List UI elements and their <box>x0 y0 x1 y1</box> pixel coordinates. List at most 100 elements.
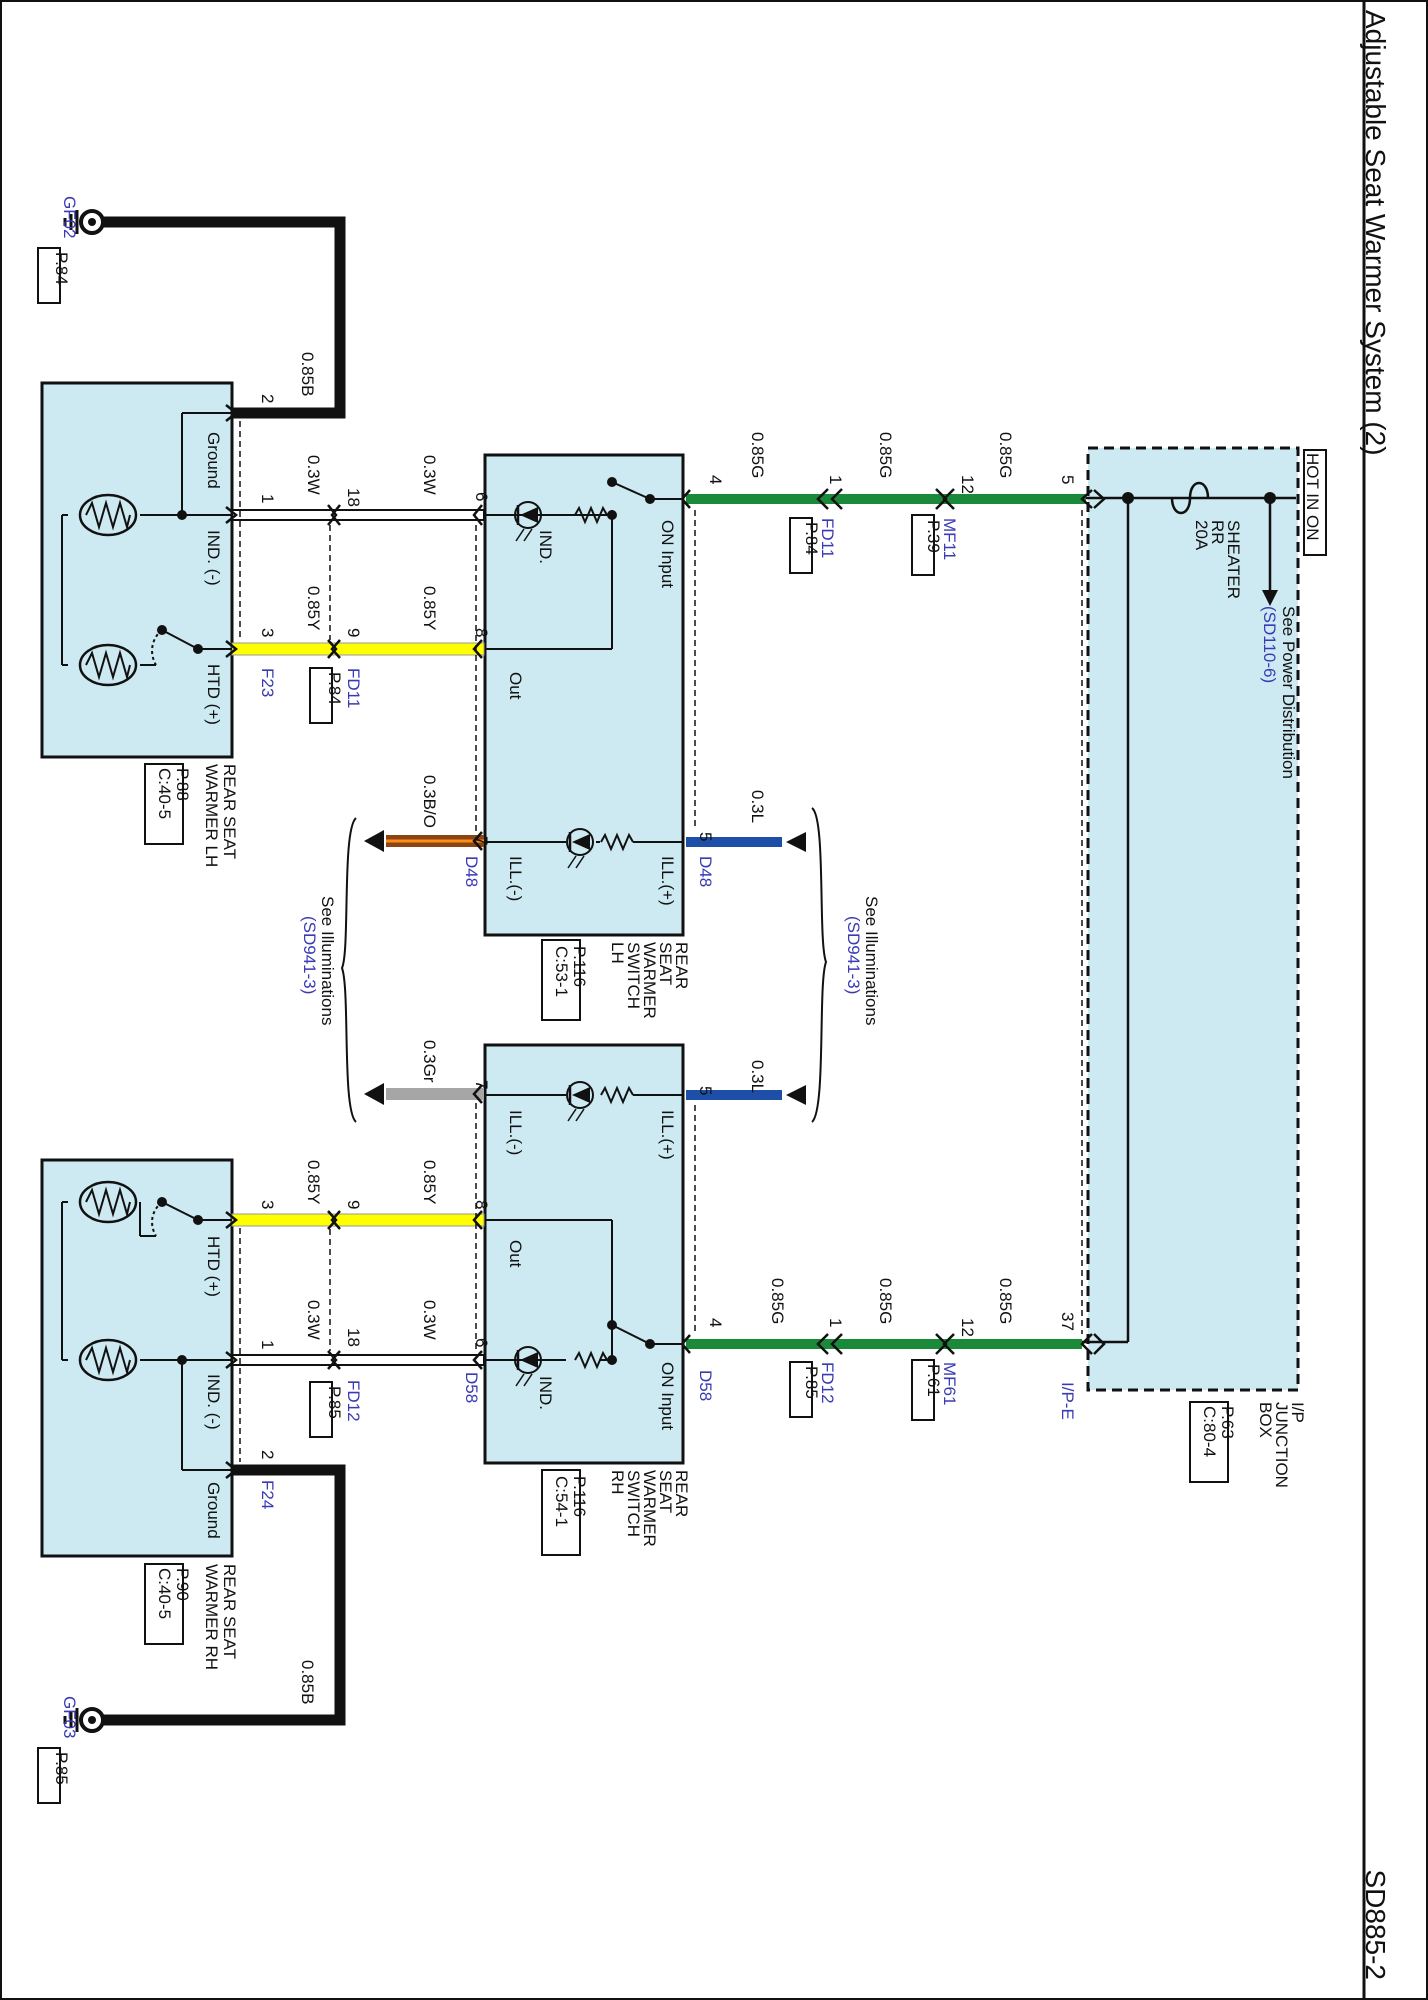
switch-lh-ill-plus: ILL.(+) <box>658 856 677 906</box>
pin-3-lh: 3 <box>258 628 277 637</box>
pin-9-lh: 9 <box>344 628 363 637</box>
conn-fd12-rh-page: P.85 <box>325 1386 344 1419</box>
warmer-lh-circuit <box>61 412 232 666</box>
pin-7-rh: 7 <box>472 1080 491 1089</box>
conn-mf11[interactable]: MF11 <box>940 518 959 560</box>
warmer-lh-htd: HTD (+) <box>204 664 223 725</box>
pin-12-bottom: 12 <box>958 1318 977 1337</box>
warmer-lh-ind: IND. (-) <box>204 530 223 586</box>
switch-rh-conn: C:54-1 <box>552 1476 571 1527</box>
switch-lh-circuit <box>485 477 683 843</box>
conn-fd12-top[interactable]: FD12 <box>818 1362 837 1404</box>
illum-see-right: See Illuminations <box>862 896 881 1025</box>
illum-ref-right[interactable]: (SD941-3) <box>844 916 863 994</box>
wire-green-bottom <box>686 1339 1082 1349</box>
wire-gray <box>364 1083 484 1105</box>
conn-d48-ill-minus[interactable]: D48 <box>462 856 481 887</box>
warmer-rh-conn: C:40-5 <box>155 1568 174 1619</box>
pin-4-top: 4 <box>706 475 725 484</box>
conn-d48-lh-ill[interactable]: D48 <box>696 856 715 887</box>
conn-f24[interactable]: F24 <box>258 1480 277 1509</box>
wire-yellow-rh <box>231 1213 485 1227</box>
switch-rh-circuit <box>485 1094 683 1365</box>
power-see-ref[interactable]: (SD110-6) <box>1260 606 1279 683</box>
pin-1-top: 1 <box>826 475 845 484</box>
conn-d58-rh[interactable]: D58 <box>462 1372 481 1403</box>
switch-rh-l3: WARMER <box>640 1470 659 1547</box>
fuse-pos-label: RR <box>1208 520 1227 545</box>
switch-lh-l5: LH <box>608 942 627 964</box>
pin-1-bottom: 1 <box>826 1318 845 1327</box>
fuse-amp-label: 20A <box>1192 520 1211 551</box>
wire-label-g-6: 0.85G <box>768 1278 787 1324</box>
warmer-rh-ground: Ground <box>204 1482 223 1539</box>
illum-brace-right <box>811 807 828 1123</box>
ref-boxes <box>37 247 1327 1804</box>
page-title: Adjustable Seat Warmer System (2) <box>1360 10 1391 456</box>
conn-gf03[interactable]: GF03 <box>60 1696 79 1739</box>
junction-conn: C:80-4 <box>1200 1406 1219 1457</box>
wire-label-g-3: 0.85G <box>748 432 767 478</box>
wire-label-l-rh: 0.3L <box>748 1060 767 1093</box>
wire-label-gr: 0.3Gr <box>420 1040 439 1083</box>
warmer-lh-conn: C:40-5 <box>155 768 174 819</box>
wire-label-w-1: 0.3W <box>420 455 439 495</box>
conn-fd12-top-page: P.85 <box>802 1366 821 1399</box>
switch-rh-ind: IND. <box>536 1376 555 1410</box>
pin-18-lh: 18 <box>344 488 363 507</box>
switch-rh-page: P.116 <box>570 1476 589 1517</box>
wire-label-b-rh: 0.85B <box>298 1660 317 1704</box>
pin-2-lh: 2 <box>258 394 277 403</box>
conn-fd11-lh[interactable]: FD11 <box>344 668 363 708</box>
wire-label-y-1: 0.85Y <box>420 586 439 630</box>
warmer-rh-circuit <box>61 1197 232 1471</box>
pin-1-lh: 1 <box>258 494 277 503</box>
pin-8-rh: 8 <box>472 1200 491 1209</box>
warmer-rh-htd: HTD (+) <box>204 1236 223 1297</box>
warmer-lh-box <box>40 381 234 759</box>
wire-label-l-lh: 0.3L <box>748 790 767 823</box>
warmer-rh-l1: REAR SEAT <box>220 1564 239 1659</box>
connector-chevrons <box>225 404 1106 1479</box>
conn-d58-rh-on[interactable]: D58 <box>696 1370 715 1401</box>
wire-white-lh <box>231 509 485 521</box>
switch-lh-on-input: ON Input <box>658 520 677 588</box>
conn-gf02-page: P.84 <box>52 252 71 285</box>
pin-3-rh: 3 <box>258 1200 277 1209</box>
wire-label-w-2: 0.3W <box>304 455 323 495</box>
pin-6-lh: 6 <box>472 492 491 501</box>
conn-f23[interactable]: F23 <box>258 668 277 697</box>
warmer-rh-page: P.90 <box>173 1568 192 1601</box>
junction-page: P.63 <box>1218 1406 1237 1439</box>
switch-rh-l4: SWITCH <box>624 1470 643 1537</box>
wire-black-gf03 <box>100 1464 346 1726</box>
switch-rh-box <box>483 1043 685 1465</box>
junction-box <box>1086 446 1300 1392</box>
illum-brace-left <box>340 817 357 1123</box>
page-header: Adjustable Seat Warmer System (2) SD885-… <box>1358 0 1392 1990</box>
connector-dashes <box>239 421 1083 1462</box>
switch-lh-out: Out <box>506 672 525 700</box>
conn-mf11-page: P.39 <box>924 520 943 553</box>
switch-lh-l4: SWITCH <box>624 942 643 1009</box>
conn-gf02[interactable]: GF02 <box>60 196 79 239</box>
conn-fd11-top[interactable]: FD11 <box>818 518 837 558</box>
wire-brown-orange <box>364 830 484 852</box>
wire-label-y-3: 0.85Y <box>420 1160 439 1204</box>
pin-4-bottom: 4 <box>706 1318 725 1327</box>
wire-white-rh <box>231 1354 485 1366</box>
junction-line1: I/P <box>1288 1402 1307 1423</box>
wire-label-y-4: 0.85Y <box>304 1160 323 1204</box>
pin-2-rh: 2 <box>258 1450 277 1459</box>
conn-mf61[interactable]: MF61 <box>940 1362 959 1405</box>
illum-ref-left[interactable]: (SD941-3) <box>300 916 319 994</box>
switch-lh-conn: C:53-1 <box>552 946 571 997</box>
conn-fd12-rh[interactable]: FD12 <box>344 1380 363 1422</box>
fuse-name-label: SHEATER <box>1224 520 1243 599</box>
wire-blue-lh <box>686 832 806 852</box>
junction-pin-top: 5 <box>1058 475 1077 484</box>
conn-gf03-page: P.85 <box>52 1752 71 1785</box>
switch-rh-l2: SEAT <box>656 1470 675 1513</box>
